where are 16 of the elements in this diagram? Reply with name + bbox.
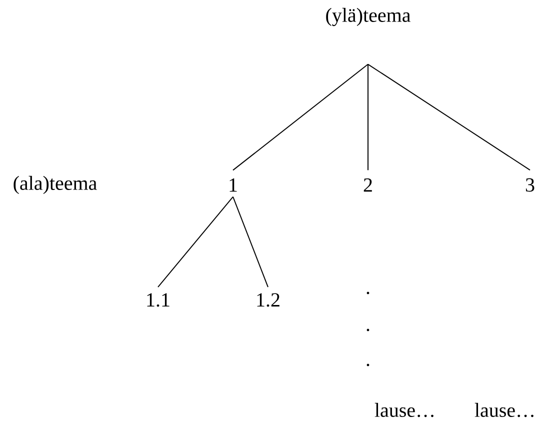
tree-node-label: 1.2 [257, 293, 280, 307]
leaf-label: lause… [374, 402, 434, 418]
tree-branch [368, 64, 530, 171]
tree-branch [158, 196, 234, 288]
tree-branch [232, 64, 368, 171]
ellipsis-dot: . [366, 292, 370, 294]
tree-node-label: 1 [230, 178, 237, 192]
tree-node-label: 2 [364, 178, 372, 192]
tree-node-label: 1.1 [147, 293, 170, 307]
level-label: (ala)teema [14, 176, 97, 194]
ellipsis-dot: . [366, 328, 370, 332]
root-label: (ylä)teema [326, 8, 410, 26]
tree-node-label: 3 [526, 178, 534, 192]
leaf-label: lause… [474, 402, 534, 418]
tree-branch [232, 196, 268, 288]
ellipsis-dot: . [366, 364, 370, 366]
